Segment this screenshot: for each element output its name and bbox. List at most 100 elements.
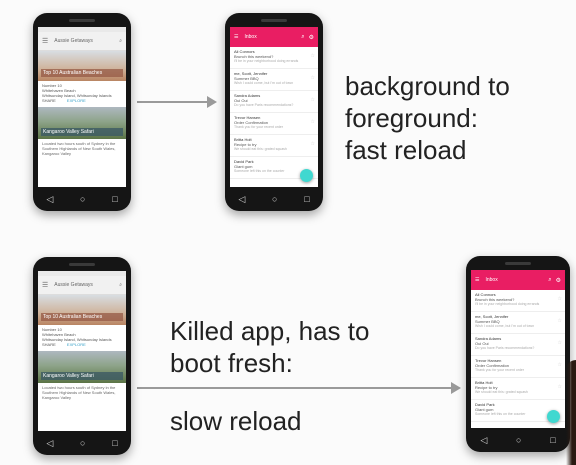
home-icon[interactable]: ○	[80, 438, 86, 448]
mail-subject: Oui Oui	[475, 341, 489, 346]
settings-icon[interactable]: ⚙	[308, 34, 314, 41]
mail-preview: We should eat this: grated squash	[475, 390, 528, 394]
nav-bar: ◁ ○ □	[33, 437, 131, 449]
star-icon[interactable]: ☆	[557, 362, 562, 368]
phone-screen: ☰ Aussie Getaways ⌕ Top 10 Australian Be…	[38, 271, 126, 431]
mail-preview: Wish I could come, but I'm out of town	[234, 81, 294, 85]
nav-bar: ◁ ○ □	[466, 434, 570, 446]
home-icon[interactable]: ○	[516, 435, 522, 445]
mail-subject: Brunch this weekend?	[475, 297, 515, 302]
star-icon[interactable]: ☆	[557, 384, 562, 390]
settings-icon[interactable]: ⚙	[555, 277, 561, 284]
back-icon[interactable]: ◁	[480, 434, 488, 445]
explore-button[interactable]: EXPLORE	[66, 342, 86, 347]
mail-sender: David Park	[475, 402, 495, 407]
share-button[interactable]: SHARE	[42, 342, 56, 347]
mail-sender: Trevor Hansen	[475, 358, 502, 363]
search-icon[interactable]: ⌕	[548, 276, 552, 283]
back-icon[interactable]: ◁	[238, 193, 246, 204]
park-card-image[interactable]: Kangaroo Valley Safari	[38, 107, 126, 139]
card-title: Kangaroo Valley Safari	[41, 372, 123, 380]
mail-item[interactable]: Britta Holt Recipe to try We should eat …	[471, 378, 565, 400]
compose-fab-button[interactable]	[300, 169, 313, 182]
mail-subject: Giant gum	[234, 164, 253, 169]
star-icon[interactable]: ☆	[310, 119, 315, 125]
mail-item[interactable]: Trevor Hansen Order Confirmation Thank y…	[230, 113, 318, 135]
card-meta-line: Whitehaven Beach	[42, 332, 76, 337]
back-icon[interactable]: ◁	[46, 437, 54, 448]
nav-bar: ◁ ○ □	[225, 193, 323, 205]
speaker-grille	[261, 19, 287, 22]
recents-icon[interactable]: □	[304, 194, 310, 204]
card-title: Top 10 Australian Beaches	[41, 313, 123, 321]
beach-card-image[interactable]: Top 10 Australian Beaches	[38, 295, 126, 325]
phone-inbox-app-bottom: ☰ Inbox ⌕ ⚙ Ali Connors Brunch this week…	[466, 256, 570, 452]
mail-item[interactable]: me, Scott, Jennifer Summer BBQ Wish I co…	[230, 69, 318, 91]
mail-subject: Giant gum	[475, 407, 494, 412]
mail-item[interactable]: Ali Connors Brunch this weekend? I'll be…	[230, 47, 318, 69]
mail-item[interactable]: Sandra Adams Oui Oui Do you have Paris r…	[471, 334, 565, 356]
mail-preview: I'll be in your neighborhood doing erran…	[475, 302, 540, 306]
beach-card-image[interactable]: Top 10 Australian Beaches	[38, 51, 126, 81]
mail-item[interactable]: David Park Giant gum Someone left this o…	[471, 400, 565, 422]
star-icon[interactable]: ☆	[310, 141, 315, 147]
recents-icon[interactable]: □	[112, 438, 118, 448]
mail-subject: Recipe to try	[475, 385, 498, 390]
star-icon[interactable]: ☆	[310, 53, 315, 59]
mail-preview: Someone left this on the counter	[475, 412, 526, 416]
arrow-right-icon	[137, 382, 461, 394]
phone-screen: ☰ Inbox ⌕ ⚙ Ali Connors Brunch this week…	[230, 27, 318, 187]
mail-item[interactable]: Trevor Hansen Order Confirmation Thank y…	[471, 356, 565, 378]
park-card-image[interactable]: Kangaroo Valley Safari	[38, 351, 126, 383]
mail-item[interactable]: me, Scott, Jennifer Summer BBQ Wish I co…	[471, 312, 565, 334]
mail-preview: Thank you for your recent order	[475, 368, 525, 372]
mail-sender: Sandra Adams	[475, 336, 502, 341]
menu-icon[interactable]: ☰	[475, 277, 480, 283]
mail-sender: Ali Connors	[475, 292, 496, 297]
star-icon[interactable]: ☆	[310, 97, 315, 103]
explore-button[interactable]: EXPLORE	[66, 98, 86, 103]
search-icon[interactable]: ⌕	[301, 33, 305, 40]
card-meta-line: Number 10	[42, 83, 62, 88]
caption-fast-reload: background to foreground: fast reload	[345, 71, 510, 165]
recents-icon[interactable]: □	[550, 435, 556, 445]
card-title: Top 10 Australian Beaches	[41, 69, 123, 77]
star-icon[interactable]: ☆	[557, 296, 562, 302]
app-title: Aussie Getaways	[54, 282, 93, 288]
phone-screen: ☰ Inbox ⌕ ⚙ Ali Connors Brunch this week…	[471, 270, 565, 428]
card-description: Located two hours south of Sydney in the…	[42, 385, 116, 400]
mail-sender: Britta Holt	[475, 380, 493, 385]
mail-item[interactable]: Britta Holt Recipe to try We should eat …	[230, 135, 318, 157]
card-meta: Number 10 Whitehaven Beach Whitsunday Is…	[38, 325, 126, 349]
star-icon[interactable]: ☆	[557, 340, 562, 346]
menu-icon[interactable]: ☰	[234, 34, 239, 40]
app-bar: ☰ Inbox ⌕ ⚙	[230, 27, 318, 47]
star-icon[interactable]: ☆	[310, 75, 315, 81]
card-meta-line: Whitsunday Island, Whitsunday Islands	[42, 93, 112, 98]
mail-preview: We should eat this: grated squash	[234, 147, 287, 151]
mail-item[interactable]: Sandra Adams Oui Oui Do you have Paris r…	[230, 91, 318, 113]
card-description: Located two hours south of Sydney in the…	[42, 141, 116, 156]
mail-item[interactable]: David Park Giant gum Someone left this o…	[230, 157, 318, 179]
mail-item[interactable]: Ali Connors Brunch this weekend? I'll be…	[471, 290, 565, 312]
home-icon[interactable]: ○	[80, 194, 86, 204]
compose-fab-button[interactable]	[547, 410, 560, 423]
back-icon[interactable]: ◁	[46, 193, 54, 204]
speaker-grille	[69, 19, 95, 22]
mail-preview: I'll be in your neighborhood doing erran…	[234, 59, 299, 63]
home-icon[interactable]: ○	[272, 194, 278, 204]
mail-preview: Thank you for your recent order	[234, 125, 284, 129]
phone-travel-app-top: ☰ Aussie Getaways ⌕ Top 10 Australian Be…	[33, 13, 131, 211]
mail-preview: Do you have Paris recommendations?	[234, 103, 294, 107]
app-bar: ☰ Inbox ⌕ ⚙	[471, 270, 565, 290]
star-icon[interactable]: ☆	[557, 318, 562, 324]
mail-sender: Trevor Hansen	[234, 115, 261, 120]
search-icon[interactable]: ⌕	[119, 282, 122, 288]
menu-icon[interactable]: ☰	[42, 38, 49, 45]
menu-icon[interactable]: ☰	[42, 282, 49, 289]
mail-subject: Summer BBQ	[475, 319, 500, 324]
search-icon[interactable]: ⌕	[119, 38, 122, 44]
app-title: Aussie Getaways	[54, 38, 93, 44]
share-button[interactable]: SHARE	[42, 98, 56, 103]
recents-icon[interactable]: □	[112, 194, 118, 204]
